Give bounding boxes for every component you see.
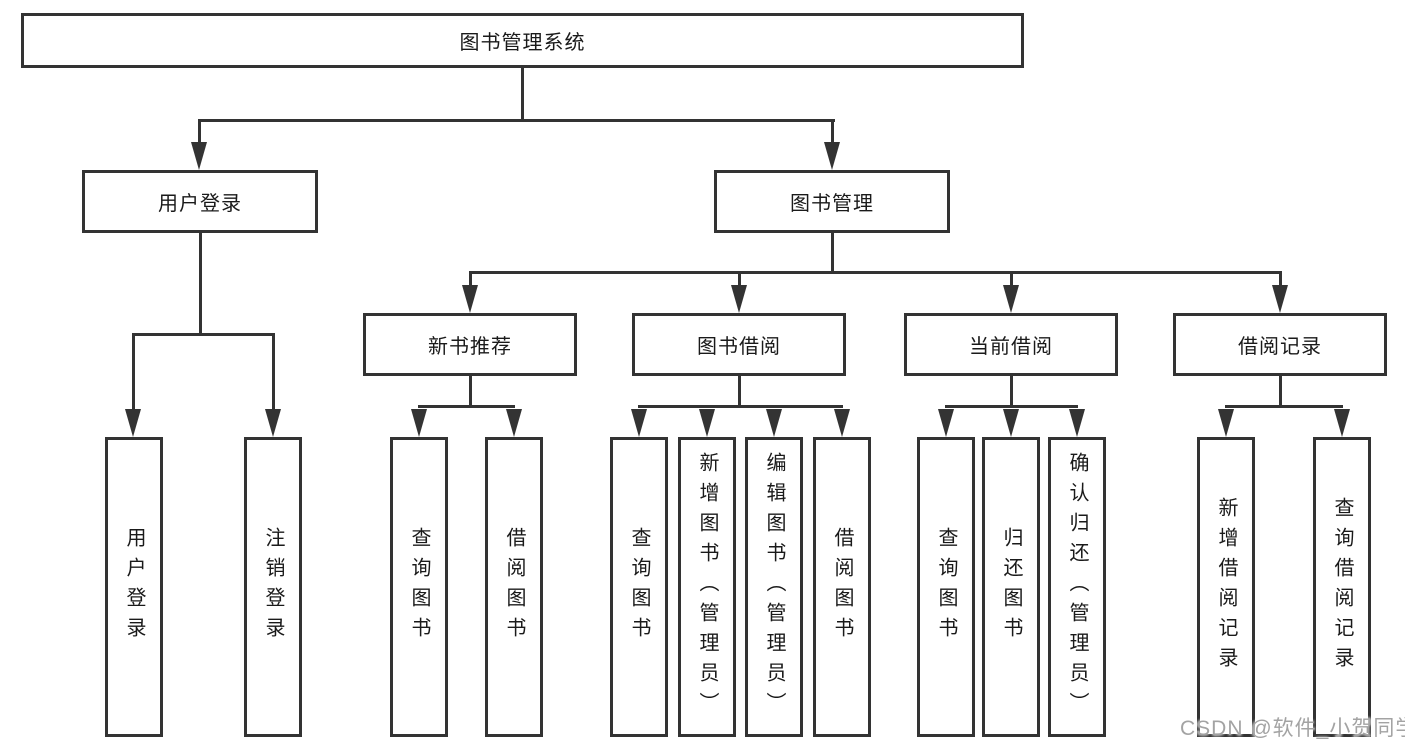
connector-line [831,119,834,149]
node-label: 图书借阅 [697,336,781,358]
leaf-label: 归还图书 [1000,527,1022,647]
leaf-label: 借阅图书 [831,527,853,647]
leaf-return-book: 归还图书 [982,437,1040,737]
arrow-down-icon [1218,409,1234,437]
leaf-label: 新增图书（管理员） [696,452,718,722]
connector-line [738,271,741,289]
connector-line [198,119,835,122]
leaf-add-borrow-record: 新增借阅记录 [1197,437,1255,737]
leaf-user-login: 用户登录 [105,437,163,737]
arrow-down-icon [631,409,647,437]
node-label: 图书管理系统 [459,32,586,54]
connector-line [831,233,834,273]
connector-line [638,405,843,408]
arrow-down-icon [766,409,782,437]
leaf-query-books-borrowing: 查询图书 [610,437,668,737]
leaf-label: 注销登录 [262,527,284,647]
leaf-label: 借阅图书 [503,527,525,647]
leaf-borrow-books: 借阅图书 [813,437,871,737]
arrow-down-icon [824,142,840,170]
connector-line [132,333,135,412]
arrow-down-icon [938,409,954,437]
arrow-down-icon [265,409,281,437]
arrow-down-icon [411,409,427,437]
leaf-query-books-current: 查询图书 [917,437,975,737]
node-borrowing-records: 借阅记录 [1173,313,1387,376]
leaf-label: 确认归还（管理员） [1066,452,1088,722]
watermark: CSDN @软件_小贺同学 [1180,717,1405,740]
connector-line [199,233,202,335]
node-current-borrowing: 当前借阅 [904,313,1118,376]
node-label: 用户登录 [158,193,242,215]
arrow-down-icon [731,285,747,313]
arrow-down-icon [1003,285,1019,313]
node-label: 新书推荐 [428,336,512,358]
arrow-down-icon [125,409,141,437]
leaf-label: 查询图书 [628,527,650,647]
arrow-down-icon [699,409,715,437]
connector-line [738,376,741,407]
connector-line [521,68,524,120]
node-book-management: 图书管理 [714,170,950,233]
leaf-label: 编辑图书（管理员） [763,452,785,722]
arrow-down-icon [191,142,207,170]
leaf-confirm-return-admin: 确认归还（管理员） [1048,437,1106,737]
connector-line [1225,405,1343,408]
connector-line [132,333,274,336]
node-label: 图书管理 [790,193,874,215]
arrow-down-icon [1069,409,1085,437]
arrow-down-icon [1003,409,1019,437]
connector-line [469,271,472,289]
leaf-label: 查询图书 [935,527,957,647]
leaf-label: 查询图书 [408,527,430,647]
connector-line [1010,376,1013,407]
leaf-borrow-books-recommend: 借阅图书 [485,437,543,737]
connector-line [272,333,275,412]
node-label: 当前借阅 [969,336,1053,358]
connector-line [1279,271,1282,289]
arrow-down-icon [1334,409,1350,437]
connector-line [418,405,515,408]
connector-line [1010,271,1013,289]
connector-line [469,271,1281,274]
leaf-label: 查询借阅记录 [1331,497,1353,677]
arrow-down-icon [1272,285,1288,313]
node-library-management-system: 图书管理系统 [21,13,1024,68]
leaf-logout: 注销登录 [244,437,302,737]
arrow-down-icon [462,285,478,313]
arrow-down-icon [834,409,850,437]
connector-line [945,405,1078,408]
arrow-down-icon [506,409,522,437]
leaf-label: 新增借阅记录 [1215,497,1237,677]
leaf-add-book-admin: 新增图书（管理员） [678,437,736,737]
leaf-edit-book-admin: 编辑图书（管理员） [745,437,803,737]
node-new-book-recommendation: 新书推荐 [363,313,577,376]
node-label: 借阅记录 [1238,336,1322,358]
node-user-login: 用户登录 [82,170,318,233]
leaf-label: 用户登录 [123,527,145,647]
leaf-query-books-recommend: 查询图书 [390,437,448,737]
connector-line [1279,376,1282,407]
node-book-borrowing: 图书借阅 [632,313,846,376]
connector-line [198,119,201,149]
leaf-query-borrow-record: 查询借阅记录 [1313,437,1371,737]
connector-line [469,376,472,407]
